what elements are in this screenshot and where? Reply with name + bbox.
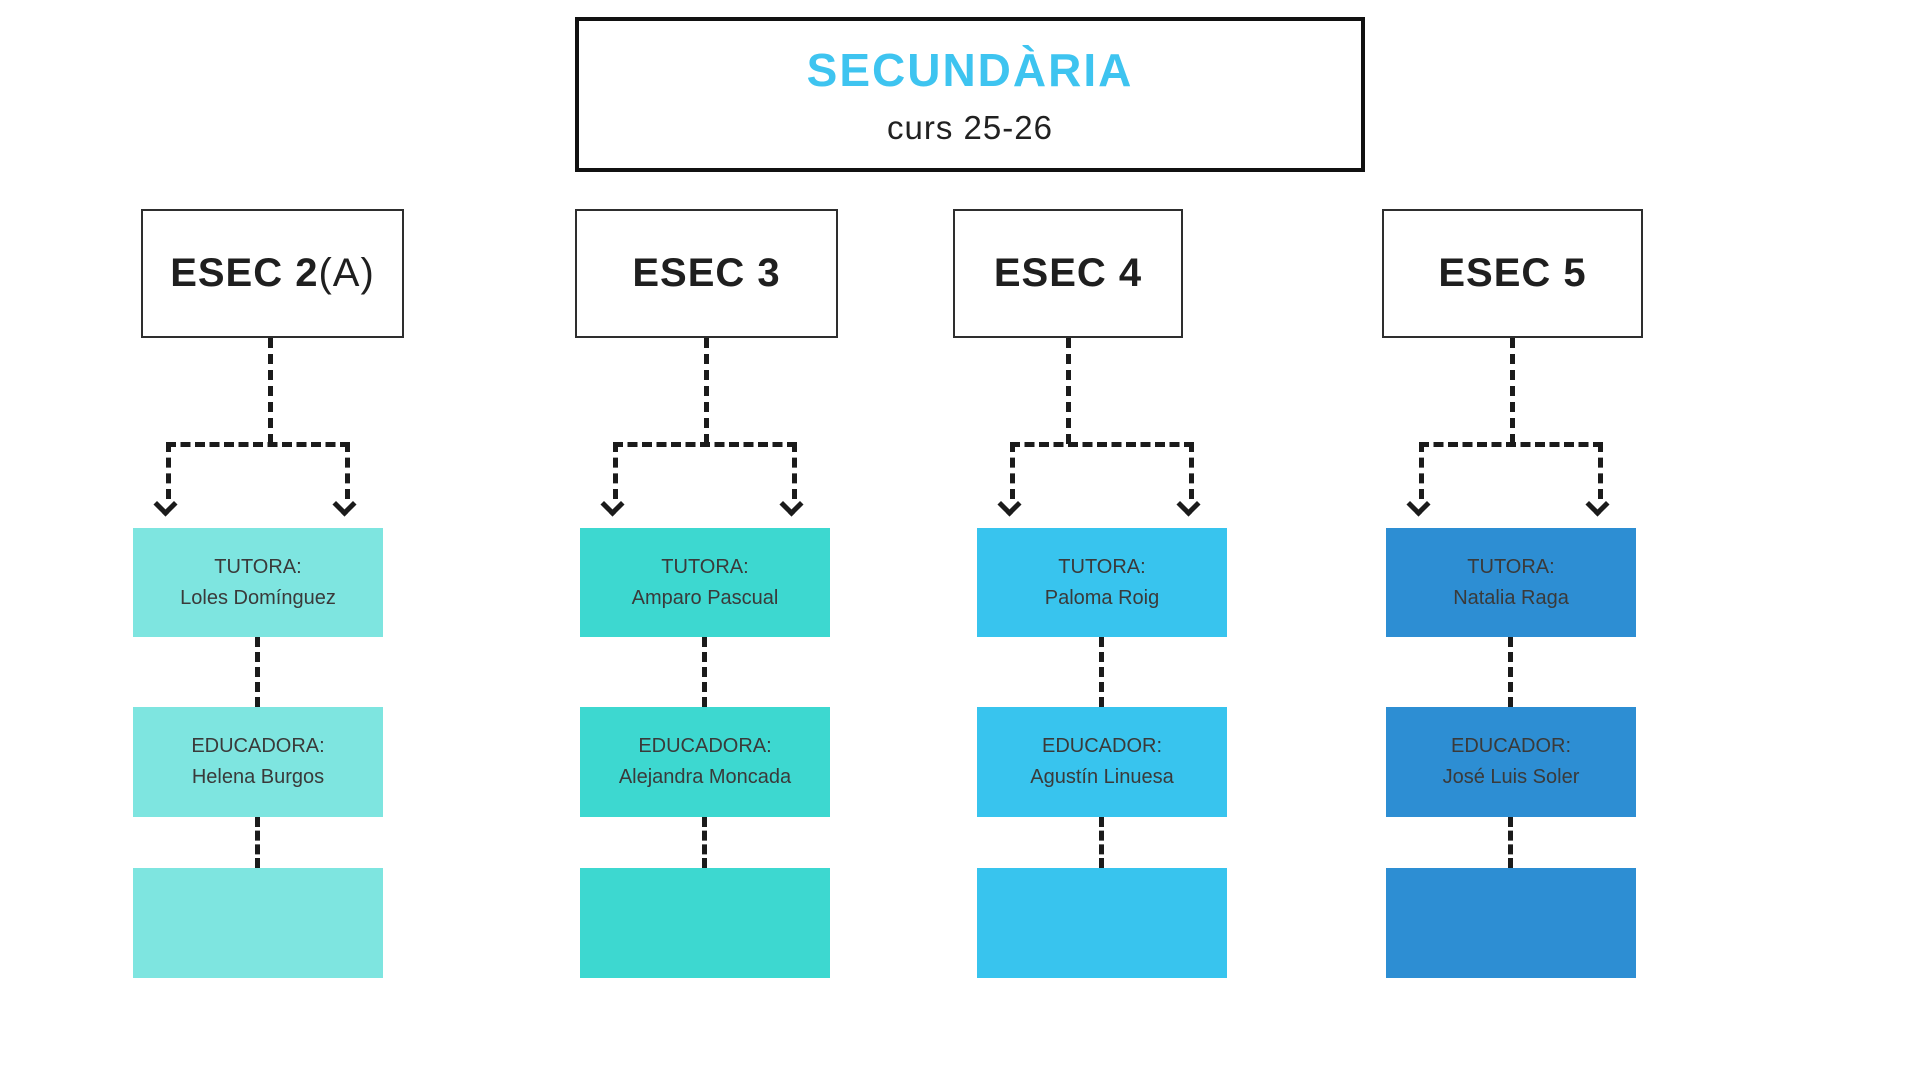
tutor-box: TUTORA: Loles Domínguez bbox=[133, 528, 383, 637]
connector-vertical bbox=[702, 637, 707, 707]
connector bbox=[977, 338, 1227, 528]
class-header: ESEC 5 bbox=[1382, 209, 1643, 338]
connector-branch-right bbox=[792, 442, 797, 499]
educator-box: EDUCADOR: Agustín Linuesa bbox=[977, 707, 1227, 817]
class-header-label: ESEC 4 bbox=[993, 251, 1143, 295]
class-header-label: ESEC 3 bbox=[632, 251, 781, 295]
connector bbox=[133, 338, 383, 528]
educator-role-label: EDUCADOR: bbox=[1450, 735, 1571, 757]
column-esec-4: ESEC 4 TUTORA: Paloma Roig EDUCADOR: Agu… bbox=[953, 209, 1227, 978]
title-subtitle: curs 25-26 bbox=[887, 108, 1053, 146]
title-heading: SECUNDÀRIA bbox=[806, 43, 1134, 96]
tutor-role-label: TUTORA: bbox=[214, 555, 302, 578]
arrow-down-icon bbox=[153, 492, 178, 517]
arrow-down-icon bbox=[997, 492, 1022, 517]
connector-branch-right bbox=[1189, 442, 1194, 499]
empty-box bbox=[1386, 868, 1636, 978]
tutor-name: Amparo Pascual bbox=[631, 586, 779, 609]
arrow-down-icon bbox=[600, 492, 625, 517]
connector-stem bbox=[1066, 338, 1071, 444]
connector-branch-left bbox=[1010, 442, 1015, 499]
empty-box bbox=[133, 868, 383, 978]
empty-box bbox=[580, 868, 830, 978]
connector-branch-right bbox=[1598, 442, 1603, 499]
class-header: ESEC 2(A) bbox=[141, 209, 404, 338]
class-header: ESEC 3 bbox=[575, 209, 838, 338]
tutor-role-label: TUTORA: bbox=[661, 555, 749, 578]
column-esec-5: ESEC 5 TUTORA: Natalia Raga EDUCADOR: Jo… bbox=[1382, 209, 1643, 978]
educator-box: EDUCADORA: Alejandra Moncada bbox=[580, 707, 830, 817]
tutor-role-label: TUTORA: bbox=[1058, 555, 1146, 578]
connector-vertical bbox=[1099, 817, 1104, 868]
connector-vertical bbox=[1508, 637, 1513, 707]
arrow-down-icon bbox=[779, 492, 804, 517]
tutor-box: TUTORA: Natalia Raga bbox=[1386, 528, 1636, 637]
connector-branch-left bbox=[166, 442, 171, 499]
arrow-down-icon bbox=[1176, 492, 1201, 517]
educator-role-label: EDUCADOR: bbox=[1041, 735, 1162, 757]
tutor-box: TUTORA: Amparo Pascual bbox=[580, 528, 830, 637]
column-esec-2a: ESEC 2(A) TUTORA: Loles Domínguez EDUCAD… bbox=[133, 209, 404, 978]
class-header: ESEC 4 bbox=[953, 209, 1183, 338]
connector-vertical bbox=[1099, 637, 1104, 707]
connector-vertical bbox=[255, 637, 260, 707]
educator-name: Helena Burgos bbox=[191, 766, 325, 788]
connector-vertical bbox=[1508, 817, 1513, 868]
title-box: SECUNDÀRIA curs 25-26 bbox=[575, 17, 1365, 172]
tutor-role-label: TUTORA: bbox=[1467, 555, 1555, 578]
tutor-name: Loles Domínguez bbox=[180, 586, 336, 609]
class-header-suffix: (A) bbox=[318, 251, 375, 295]
connector-stem bbox=[1510, 338, 1515, 444]
arrow-down-icon bbox=[332, 492, 357, 517]
class-header-label: ESEC 2 bbox=[170, 251, 319, 295]
connector-branch-line bbox=[166, 442, 350, 447]
educator-box: EDUCADOR: José Luis Soler bbox=[1386, 707, 1636, 817]
arrow-down-icon bbox=[1406, 492, 1431, 517]
tutor-name: Natalia Raga bbox=[1453, 586, 1569, 609]
educator-name: Agustín Linuesa bbox=[1030, 766, 1174, 788]
connector-vertical bbox=[702, 817, 707, 868]
educator-name: Alejandra Moncada bbox=[618, 766, 792, 788]
connector-stem bbox=[704, 338, 709, 444]
arrow-down-icon bbox=[1585, 492, 1610, 517]
connector-stem bbox=[268, 338, 273, 444]
connector bbox=[580, 338, 830, 528]
educator-box: EDUCADORA: Helena Burgos bbox=[133, 707, 383, 817]
column-esec-3: ESEC 3 TUTORA: Amparo Pascual EDUCADORA:… bbox=[575, 209, 838, 978]
tutor-box: TUTORA: Paloma Roig bbox=[977, 528, 1227, 637]
connector-branch-line bbox=[1419, 442, 1603, 447]
connector-branch-line bbox=[1010, 442, 1194, 447]
tutor-name: Paloma Roig bbox=[1044, 586, 1160, 609]
connector-branch-left bbox=[1419, 442, 1424, 499]
class-header-label: ESEC 5 bbox=[1438, 251, 1587, 295]
connector-branch-left bbox=[613, 442, 618, 499]
connector-branch-right bbox=[345, 442, 350, 499]
educator-name: José Luis Soler bbox=[1442, 766, 1580, 788]
educator-role-label: EDUCADORA: bbox=[638, 735, 772, 757]
connector-branch-line bbox=[613, 442, 797, 447]
educator-role-label: EDUCADORA: bbox=[191, 735, 325, 757]
empty-box bbox=[977, 868, 1227, 978]
connector-vertical bbox=[255, 817, 260, 868]
connector bbox=[1386, 338, 1636, 528]
